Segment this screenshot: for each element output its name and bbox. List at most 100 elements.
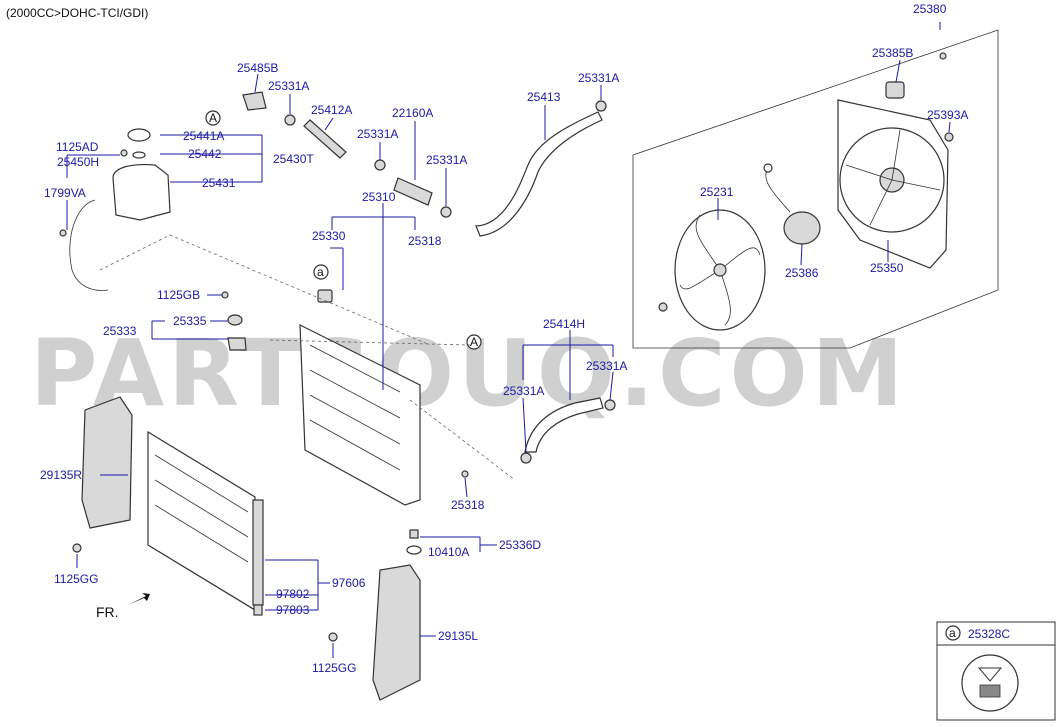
label-25331a[interactable]: 25331A [426, 153, 467, 167]
ref-circle-A2 [466, 334, 482, 350]
label-1125ad[interactable]: 1125AD [56, 140, 99, 154]
hose-part-25413[interactable] [475, 111, 603, 237]
bolt-part[interactable] [939, 52, 947, 60]
engine-spec-title: (2000CC>DOHC-TCI/GDI) [6, 6, 148, 20]
label-sticker-part[interactable] [961, 654, 1019, 712]
ref-letter-a-small: a [317, 265, 324, 279]
hose-part-25414h[interactable] [524, 397, 604, 453]
nut-part[interactable] [658, 302, 668, 312]
label-25350[interactable]: 25350 [870, 261, 904, 275]
cap-seal-part[interactable] [132, 151, 146, 159]
label-10410a[interactable]: 10410A [428, 545, 469, 559]
pipe-part-22160a[interactable] [393, 177, 433, 206]
front-arrow-icon [128, 593, 150, 605]
label-97606[interactable]: 97606 [332, 576, 366, 590]
clip-part-1799va[interactable] [59, 229, 67, 237]
part-labels: 25380 25385B 25393A 25231 25386 25350 25… [40, 2, 968, 675]
ref-circle-a [205, 110, 221, 126]
label-25413[interactable]: 25413 [527, 90, 561, 104]
fan-assembly-group [632, 29, 999, 349]
reservoir-tank-part[interactable] [112, 163, 171, 221]
legend-ref-letter: a [949, 626, 956, 640]
connector-part-25385b[interactable] [885, 81, 905, 99]
label-25442[interactable]: 25442 [188, 147, 222, 161]
ref-circle-a-small [313, 264, 329, 280]
clamp-part[interactable] [440, 206, 452, 218]
label-25336d[interactable]: 25336D [499, 538, 541, 552]
legend-part-label[interactable]: 25328C [968, 627, 1010, 641]
drain-plug-part[interactable] [409, 529, 419, 539]
fan-shroud-part[interactable] [837, 99, 949, 269]
label-97803[interactable]: 97803 [276, 603, 310, 617]
label-25385b[interactable]: 25385B [872, 46, 913, 60]
label-25331a[interactable]: 25331A [357, 127, 398, 141]
label-29135r[interactable]: 29135R [40, 468, 82, 482]
bolt-part-1125gb[interactable] [221, 291, 229, 299]
label-1125gg[interactable]: 1125GG [312, 661, 356, 675]
label-25318[interactable]: 25318 [408, 234, 442, 248]
ref-letter-A2: A [470, 335, 478, 349]
label-25335[interactable]: 25335 [173, 314, 207, 328]
warning-triangle-icon [977, 667, 1003, 682]
air-guard-part-29135r[interactable] [81, 396, 133, 529]
label-25333[interactable]: 25333 [103, 324, 137, 338]
label-25441a[interactable]: 25441A [183, 129, 224, 143]
bolt-part-1125gg[interactable] [72, 543, 82, 553]
hoses-group [242, 91, 616, 464]
label-25485b[interactable]: 25485B [237, 61, 278, 75]
reservoir-group: A [59, 110, 221, 291]
watermark: PARTSOUQ.COM [30, 320, 907, 427]
clamp-part[interactable] [604, 399, 616, 411]
label-25331a[interactable]: 25331A [578, 71, 619, 85]
fitting-part-25485b[interactable] [242, 91, 267, 111]
seal-part-10410a[interactable] [406, 545, 422, 555]
fan-motor-part[interactable] [763, 163, 821, 245]
clamp-part[interactable] [374, 159, 386, 171]
fan-blade-part[interactable] [674, 209, 766, 331]
clamp-part[interactable] [595, 100, 607, 112]
front-direction-label: FR. [96, 604, 119, 620]
label-1125gg[interactable]: 1125GG [54, 572, 98, 586]
hose-part-25412a[interactable] [303, 119, 347, 159]
label-1799va[interactable]: 1799VA [44, 186, 86, 200]
label-25331a[interactable]: 25331A [268, 79, 309, 93]
label-25310[interactable]: 25310 [362, 190, 396, 204]
clip-part-25318[interactable] [461, 470, 469, 478]
label-25380[interactable]: 25380 [913, 2, 947, 16]
label-25386[interactable]: 25386 [785, 266, 819, 280]
reservoir-cap-part[interactable] [127, 128, 151, 142]
radiator-core-part[interactable] [299, 324, 421, 506]
label-25331a[interactable]: 25331A [503, 384, 544, 398]
receiver-drier-part[interactable] [252, 499, 264, 606]
bolt-part-1125ad[interactable] [120, 149, 128, 157]
overflow-hose-part[interactable] [69, 199, 109, 291]
sticker-grid-icon [979, 684, 1001, 698]
label-1125gb[interactable]: 1125GB [157, 288, 200, 302]
plug-part-97803[interactable] [253, 604, 263, 616]
clamp-part[interactable] [284, 114, 296, 126]
label-22160a[interactable]: 22160A [392, 106, 433, 120]
mount-part-25335[interactable] [227, 314, 243, 326]
label-25393a[interactable]: 25393A [927, 108, 968, 122]
label-25414h[interactable]: 25414H [543, 317, 585, 331]
condenser-group [72, 396, 421, 701]
label-25231[interactable]: 25231 [700, 185, 734, 199]
condenser-core-part[interactable] [147, 430, 256, 612]
bolt-part-1125gg-2[interactable] [328, 632, 338, 642]
label-25331a[interactable]: 25331A [586, 359, 627, 373]
label-29135l[interactable]: 29135L [438, 629, 478, 643]
bracket-part-25333[interactable] [227, 337, 247, 351]
label-25318[interactable]: 25318 [451, 498, 485, 512]
clamp-part[interactable] [520, 452, 532, 464]
label-25430t[interactable]: 25430T [273, 152, 314, 166]
label-97802[interactable]: 97802 [276, 587, 310, 601]
label-25450h[interactable]: 25450H [57, 155, 99, 169]
label-25431[interactable]: 25431 [202, 176, 236, 190]
label-25330[interactable]: 25330 [312, 229, 346, 243]
clip-part-25393a[interactable] [944, 132, 954, 142]
label-25412a[interactable]: 25412A [311, 103, 352, 117]
legend-ref-circle [945, 625, 961, 641]
air-guard-part-29135l[interactable] [372, 564, 421, 701]
fan-assembly-outline [632, 29, 999, 349]
